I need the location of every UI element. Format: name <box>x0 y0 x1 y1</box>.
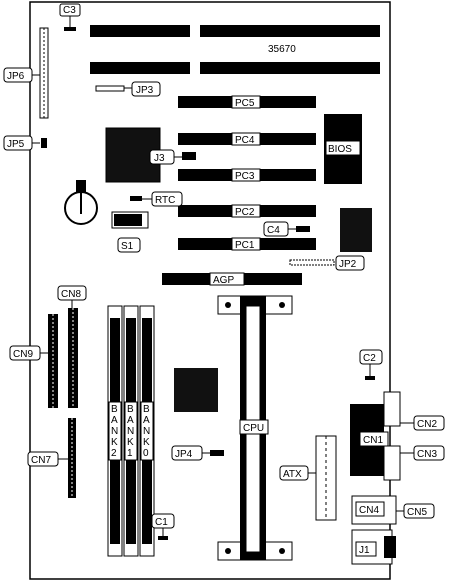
cpu-label: CPU <box>243 423 264 434</box>
c2-label: C2 <box>363 353 376 364</box>
cn7-label: CN7 <box>31 455 51 466</box>
cn7-floppy-header: CN7 <box>27 418 76 498</box>
cn3-label: CN3 <box>417 449 437 460</box>
jp6-header: JP6 <box>3 27 49 119</box>
jp3-label: JP3 <box>136 85 154 96</box>
jp2-label: JP2 <box>339 259 357 270</box>
pc1-label: PC1 <box>235 240 255 251</box>
svg-text:N: N <box>143 426 150 437</box>
jp6-label: JP6 <box>7 71 25 82</box>
atx-power-connector: ATX <box>279 435 337 521</box>
pc2-label: PC2 <box>235 207 255 218</box>
memory-banks <box>107 305 155 557</box>
bios-label: BIOS <box>328 144 352 155</box>
j1-connector: J1 <box>351 529 396 565</box>
cn8-ide-header: CN8 <box>57 285 87 408</box>
c1-capacitor: C1 <box>151 513 175 540</box>
svg-text:A: A <box>143 415 150 426</box>
rear-io-connectors: CN1 CN2 CN3 <box>350 391 445 481</box>
j1-label: J1 <box>359 545 370 556</box>
rtc-jumper: RTC <box>130 191 183 207</box>
chipset-square <box>174 368 218 412</box>
cn5-label: CN5 <box>407 507 427 518</box>
svg-text:1: 1 <box>127 448 133 459</box>
svg-text:K: K <box>111 437 118 448</box>
bios-chip: BIOS <box>324 114 362 184</box>
svg-text:K: K <box>143 437 150 448</box>
jp5-jumper: JP5 <box>3 135 47 151</box>
c1-label: C1 <box>155 517 168 528</box>
cn2-label: CN2 <box>417 419 437 430</box>
agp-slot: AGP <box>162 272 302 286</box>
svg-text:B: B <box>127 404 134 415</box>
svg-text:0: 0 <box>143 448 149 459</box>
cn9-ide-header: CN9 <box>9 314 58 408</box>
c3-capacitor: C3 <box>59 3 81 31</box>
cn9-label: CN9 <box>13 349 33 360</box>
svg-text:N: N <box>111 426 118 437</box>
svg-text:K: K <box>127 437 134 448</box>
c4-capacitor: C4 <box>263 221 310 237</box>
c3-label: C3 <box>63 5 76 16</box>
j3-jumper: J3 <box>149 149 196 165</box>
atx-label: ATX <box>283 469 302 480</box>
pc4-label: PC4 <box>235 135 255 146</box>
upper-slots <box>90 25 380 74</box>
pc5-label: PC5 <box>235 98 255 109</box>
svg-text:B: B <box>143 404 150 415</box>
bank0-label: B A N K 0 <box>143 404 150 459</box>
svg-text:B: B <box>111 404 118 415</box>
jp5-label: JP5 <box>7 139 25 150</box>
svg-text:N: N <box>127 426 134 437</box>
c4-label: C4 <box>267 225 280 236</box>
svg-text:A: A <box>127 415 134 426</box>
cn8-label: CN8 <box>61 289 81 300</box>
pc3-label: PC3 <box>235 171 255 182</box>
jp2-header: JP2 <box>289 255 365 271</box>
cn4-cn5-connectors: CN4 CN5 <box>351 495 435 525</box>
svg-text:A: A <box>111 415 118 426</box>
bank2-label: B A N K 2 <box>111 404 118 459</box>
cpu-slot: CPU <box>217 295 293 561</box>
svg-text:2: 2 <box>111 448 117 459</box>
cn1-label: CN1 <box>363 435 383 446</box>
board-number: 35670 <box>268 44 296 55</box>
c2-capacitor: C2 <box>359 349 383 380</box>
jp4-label: JP4 <box>175 449 193 460</box>
cn4-label: CN4 <box>359 505 379 516</box>
rtc-label: RTC <box>155 195 175 206</box>
s1-label: S1 <box>121 241 134 252</box>
agp-label: AGP <box>213 275 234 286</box>
battery-icon <box>64 180 98 225</box>
s1-dip-switch: S1 <box>111 211 149 253</box>
jp4-jumper: JP4 <box>171 445 224 461</box>
pci-slots: PC5 PC4 PC3 PC2 PC1 <box>178 95 316 251</box>
bank1-label: B A N K 1 <box>127 404 134 459</box>
south-bridge-chip <box>340 208 372 252</box>
j3-label: J3 <box>154 153 165 164</box>
jp3-header: JP3 <box>95 81 161 97</box>
